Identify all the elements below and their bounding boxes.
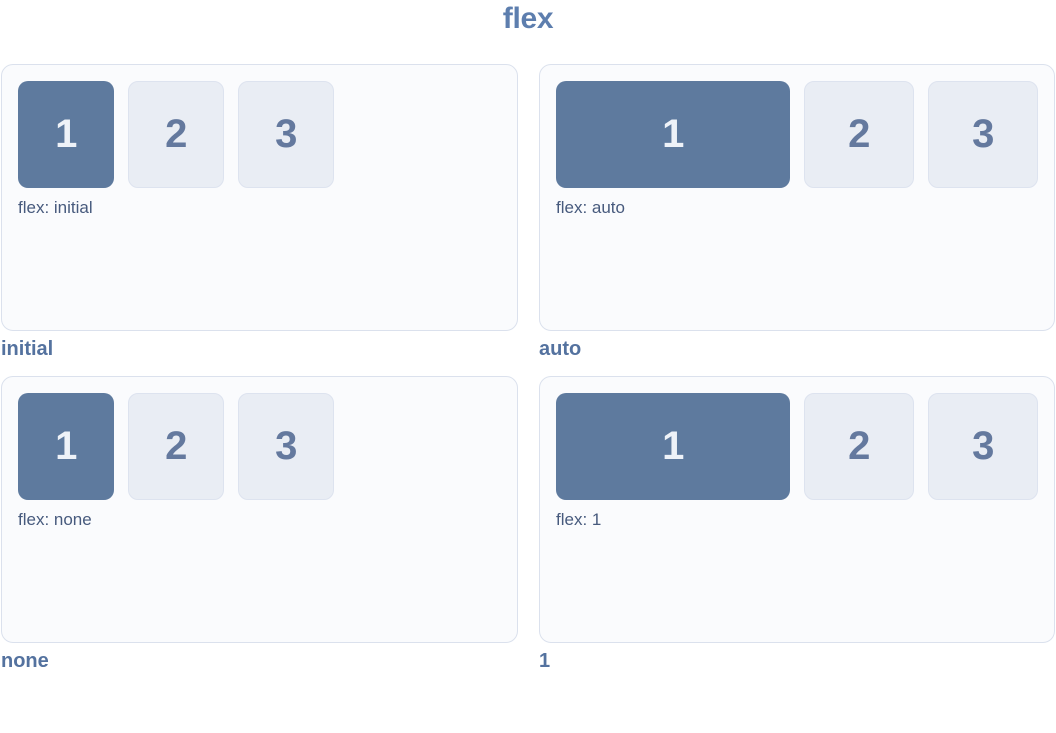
demo-cell-none: 1 2 3 flex: none none xyxy=(1,375,518,672)
flex-item-2: 2 xyxy=(128,80,224,188)
flex-value-label: flex: auto xyxy=(556,197,625,217)
page-title: flex xyxy=(502,2,554,35)
flex-item-3: 3 xyxy=(928,80,1038,188)
panel-caption: auto xyxy=(539,337,582,360)
flex-item-3: 3 xyxy=(928,392,1038,500)
flex-item-3: 3 xyxy=(238,392,334,500)
demo-cell-1: 1 2 3 flex: 1 1 xyxy=(539,375,1055,672)
flex-item-1: 1 xyxy=(556,392,790,500)
flex-item-1: 1 xyxy=(556,80,790,188)
demo-cell-initial: 1 2 3 flex: initial initial xyxy=(1,63,518,360)
panel-caption: initial xyxy=(1,337,54,360)
panel-caption: 1 xyxy=(539,649,551,672)
flex-item-2: 2 xyxy=(804,392,914,500)
panel-none: 1 2 3 flex: none xyxy=(1,375,518,643)
panel-initial: 1 2 3 flex: initial xyxy=(1,63,518,331)
flex-container: 1 2 3 xyxy=(556,80,1038,188)
flex-item-2: 2 xyxy=(128,392,224,500)
panel-1: 1 2 3 flex: 1 xyxy=(539,375,1055,643)
flex-container: 1 2 3 xyxy=(18,392,501,500)
panel-caption: none xyxy=(1,649,49,672)
flex-item-1: 1 xyxy=(18,80,114,188)
flex-container: 1 2 3 xyxy=(18,80,501,188)
flex-value-label: flex: none xyxy=(18,509,92,529)
flex-item-1: 1 xyxy=(18,392,114,500)
flex-item-2: 2 xyxy=(804,80,914,188)
flex-value-label: flex: 1 xyxy=(556,509,602,529)
panel-auto: 1 2 3 flex: auto xyxy=(539,63,1055,331)
demo-grid: 1 2 3 flex: initial initial 1 2 3 flex: … xyxy=(1,63,1056,672)
demo-cell-auto: 1 2 3 flex: auto auto xyxy=(539,63,1055,360)
flex-container: 1 2 3 xyxy=(556,392,1038,500)
flex-value-label: flex: initial xyxy=(18,197,93,217)
flex-item-3: 3 xyxy=(238,80,334,188)
